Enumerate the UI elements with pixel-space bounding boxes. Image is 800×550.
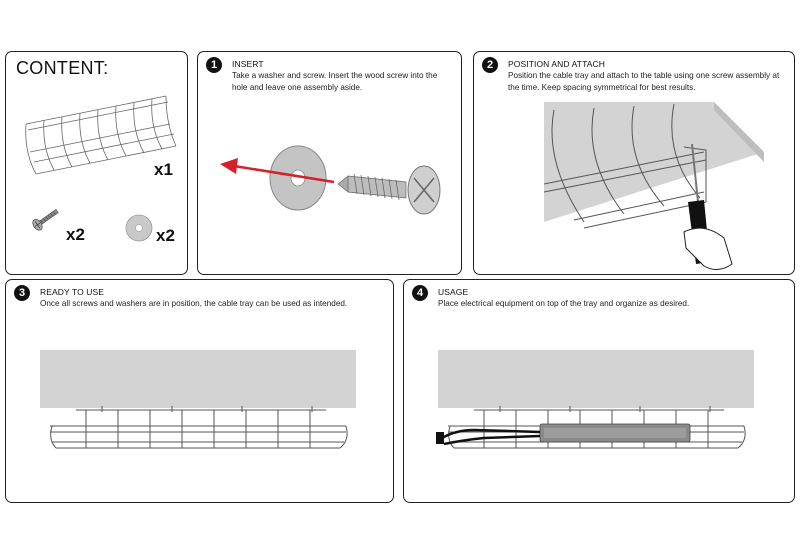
screw-quantity: x2 xyxy=(66,225,85,244)
cable-tray-icon xyxy=(50,406,348,449)
step-2-panel: 2 POSITION AND ATTACH Position the cable… xyxy=(473,51,795,275)
step-text: Take a washer and screw. Insert the wood… xyxy=(232,71,438,92)
step-text: Position the cable tray and attach to th… xyxy=(508,71,780,92)
hand-icon xyxy=(683,227,733,270)
step-3-panel: 3 READY TO USE Once all screws and washe… xyxy=(5,279,394,503)
attach-illustration xyxy=(543,102,764,270)
content-title: CONTENT: xyxy=(16,58,109,78)
table-icon xyxy=(40,350,356,408)
step-4-panel: 4 USAGE Place electrical equipment on to… xyxy=(403,279,795,503)
step-number-badge: 1 xyxy=(206,57,222,73)
washer-quantity: x2 xyxy=(156,226,175,245)
usage-illustration xyxy=(436,350,754,449)
step-text: Place electrical equipment on top of the… xyxy=(438,299,690,308)
cable-tray-icon xyxy=(25,95,177,175)
step-number-badge: 4 xyxy=(412,285,428,301)
step-title: READY TO USE xyxy=(40,287,105,297)
insert-illustration xyxy=(220,145,441,215)
cable-tray-icon xyxy=(543,103,707,229)
content-panel: CONTENT: x1 xyxy=(5,51,188,275)
step-text: Once all screws and washers are in posit… xyxy=(40,299,348,308)
red-arrow-icon xyxy=(220,158,335,184)
step-number-badge: 2 xyxy=(482,57,498,73)
step-title: USAGE xyxy=(438,287,469,297)
ready-illustration xyxy=(40,350,356,449)
tray-quantity: x1 xyxy=(154,160,173,179)
step-title: INSERT xyxy=(232,59,264,69)
step-title: POSITION AND ATTACH xyxy=(508,59,605,69)
screw-icon xyxy=(337,165,441,215)
step-number-badge: 3 xyxy=(14,285,30,301)
washer-icon xyxy=(125,214,153,242)
cable-icon xyxy=(441,428,541,446)
step-1-panel: 1 INSERT Take a washer and screw. Insert… xyxy=(197,51,462,275)
screw-icon xyxy=(32,209,59,231)
table-icon xyxy=(438,350,754,408)
